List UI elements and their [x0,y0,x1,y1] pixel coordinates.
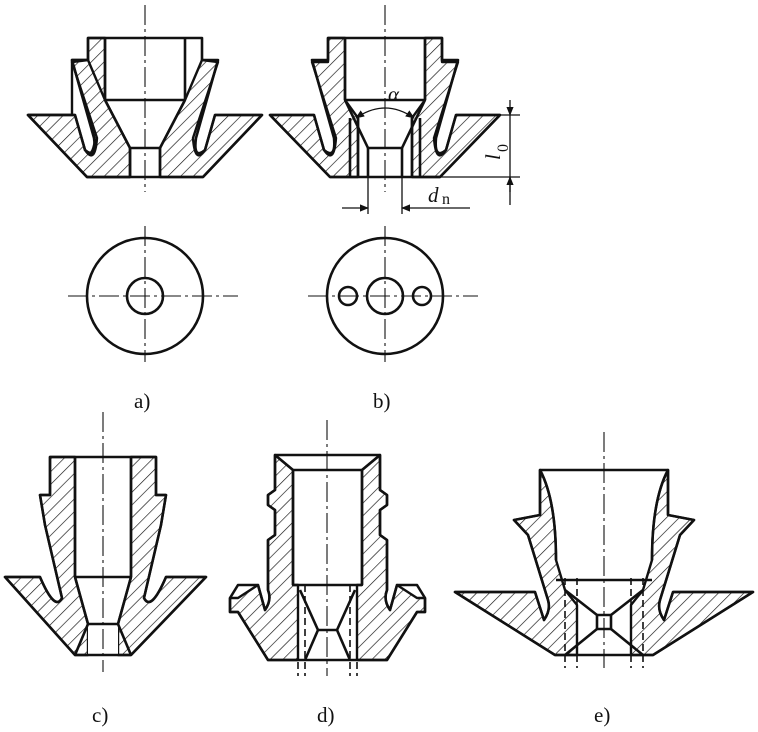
view-e-taper-right [610,588,644,617]
view-c-taper-right [116,576,133,625]
view-e-exit-right [610,627,644,657]
view-d-chamfer-right [361,454,381,471]
view-d-taper-left [298,589,320,631]
view-c-section [3,412,208,672]
view-e-exit-left [564,627,598,657]
view-d-taper-right [335,589,357,631]
view-c-taper-left [73,576,90,625]
view-d-right-wall [355,453,427,662]
label-b: b) [373,389,391,413]
label-e: e) [594,703,610,727]
view-e-right-wall [629,468,755,657]
view-e-taper-left [564,588,598,617]
dn-label-main: d [428,183,439,207]
view-a-taper-left [103,99,132,149]
dn-label-sub: n [442,191,450,208]
view-b-section: α l 0 d n [268,5,520,214]
view-e-bore-curve-left [538,469,558,561]
l0-label-main: l [481,154,505,160]
label-a: a) [134,389,150,413]
view-e-outline [453,468,755,657]
view-b-taper-left [343,99,370,149]
view-d-exit-right [335,629,352,661]
label-c: c) [92,703,108,727]
view-a-taper-right [158,99,187,149]
angle-alpha-label: α [388,82,400,106]
l0-label-sub: 0 [495,144,512,152]
label-d: d) [317,703,335,727]
view-c-exit-left [73,623,90,656]
view-b-taper-right [400,99,427,149]
view-e-section [453,432,755,668]
view-d-section [228,420,427,676]
view-a-section [26,5,264,192]
view-a-outline [26,36,264,179]
view-d-exit-left [303,629,320,661]
view-e-left-wall [453,468,579,657]
view-d-left-wall [228,453,300,662]
view-d-outline [228,453,427,662]
view-d-chamfer-left [274,454,294,471]
angle-alpha-arc [355,107,415,119]
view-a-plan [68,226,238,362]
view-e-bore-curve-right [650,469,670,561]
l0-label: l 0 [481,144,512,160]
view-b-plan [308,226,478,362]
view-c-exit-right [116,623,133,656]
